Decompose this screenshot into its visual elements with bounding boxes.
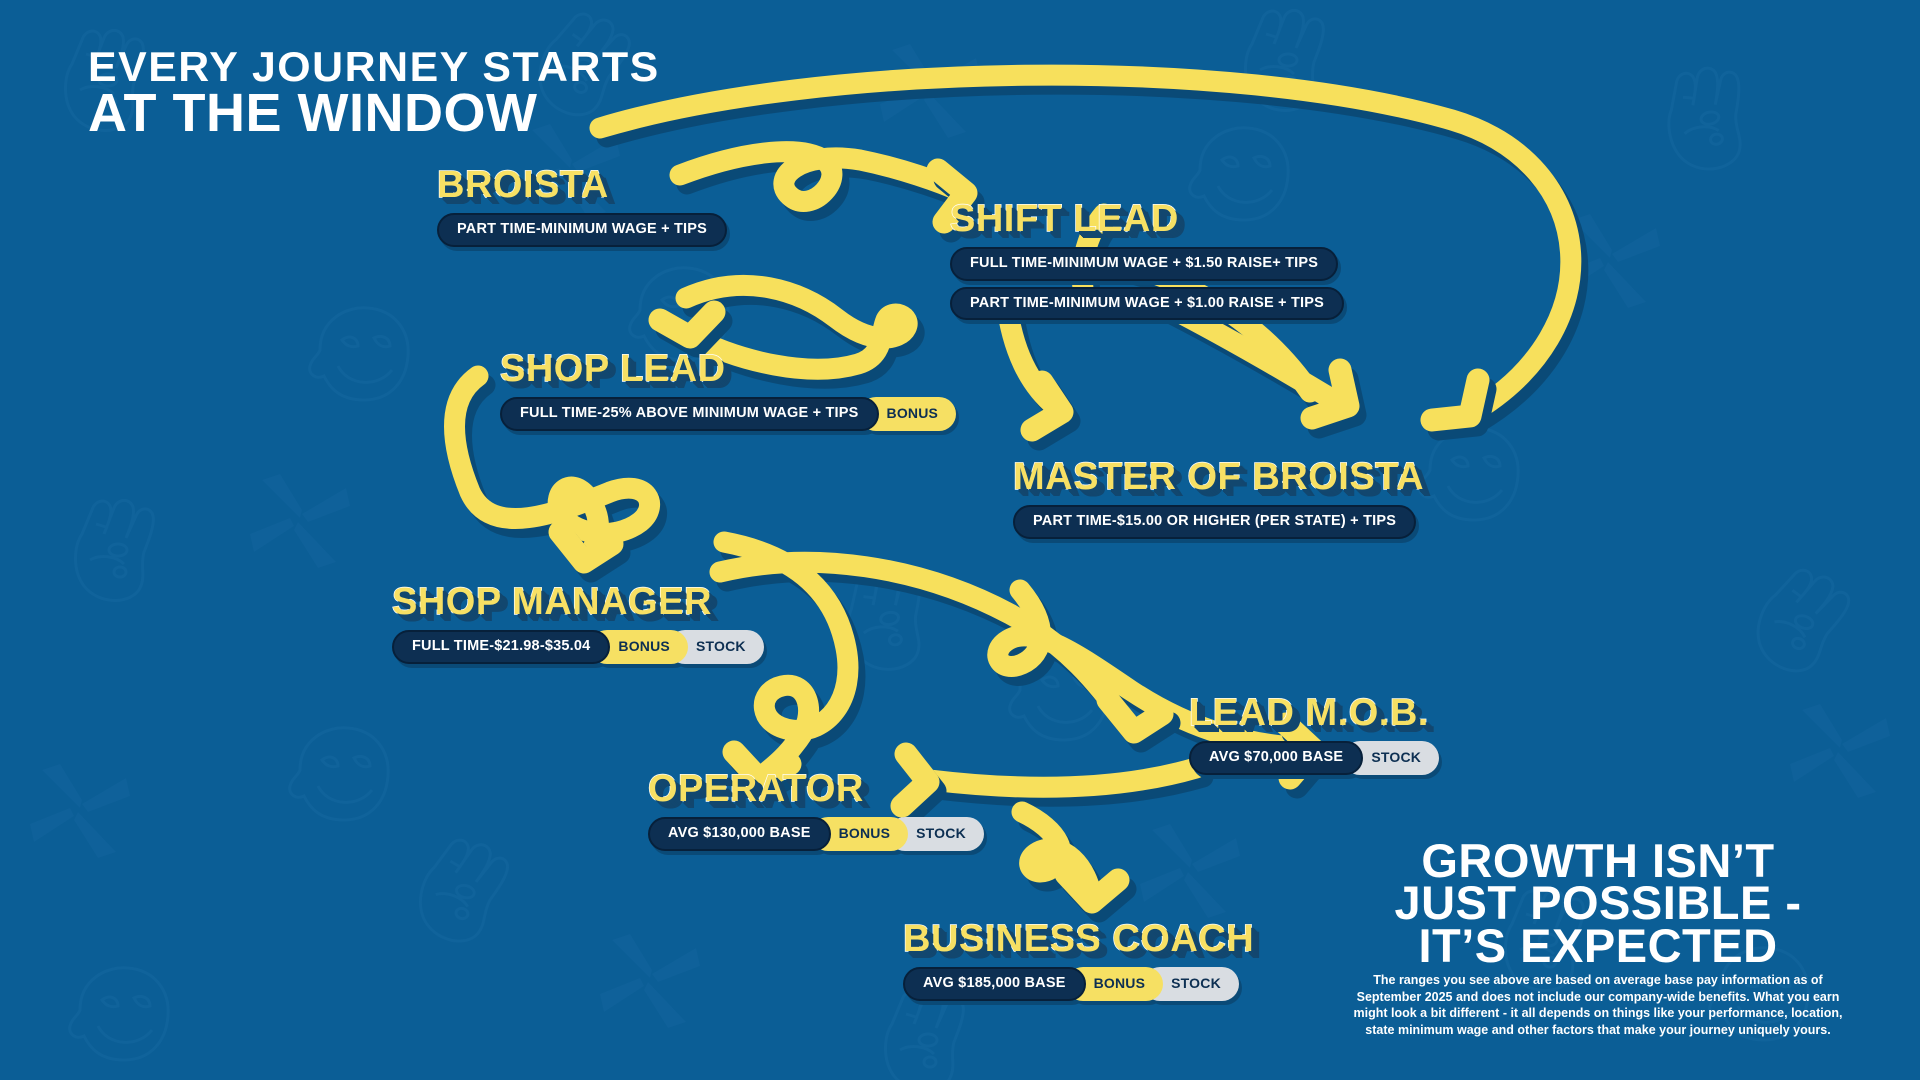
- role-title: BUSINESS COACH: [902, 918, 1255, 960]
- pay-pill-row: PART TIME-$15.00 OR HIGHER (PER STATE) +…: [1013, 505, 1424, 539]
- pay-pill: PART TIME-$15.00 OR HIGHER (PER STATE) +…: [1013, 505, 1417, 539]
- pay-pill: AVG $130,000 BASE: [648, 817, 831, 851]
- pay-pill-row: FULL TIME-MINIMUM WAGE + $1.50 RAISE+ TI…: [950, 247, 1344, 281]
- pay-pill-row: AVG $130,000 BASE BONUS STOCK: [648, 817, 984, 851]
- disclaimer-text: The ranges you see above are based on av…: [1353, 973, 1843, 1037]
- role-node-lead-mob[interactable]: LEAD M.O.B. AVG $70,000 BASE STOCK: [1188, 692, 1440, 781]
- stock-badge: STOCK: [1343, 741, 1440, 775]
- role-node-shop-lead[interactable]: SHOP LEAD FULL TIME-25% ABOVE MINIMUM WA…: [499, 348, 957, 437]
- role-node-business-coach[interactable]: BUSINESS COACH AVG $185,000 BASE BONUS S…: [902, 918, 1255, 1007]
- growth-headline-line-2: JUST POSSIBLE -: [1394, 876, 1802, 930]
- growth-headline-line-1: GROWTH ISN’T: [1421, 834, 1775, 887]
- pay-pill: FULL TIME-25% ABOVE MINIMUM WAGE + TIPS: [500, 397, 879, 431]
- pay-pill-row: FULL TIME-$21.98-$35.04 BONUS STOCK: [392, 630, 764, 664]
- page-title-line-1: EVERY JOURNEY STARTS: [88, 43, 660, 90]
- role-title: SHOP LEAD: [499, 348, 726, 390]
- pay-pill-row: FULL TIME-25% ABOVE MINIMUM WAGE + TIPS …: [500, 397, 957, 431]
- role-title: SHOP MANAGER: [391, 581, 712, 623]
- role-title: MASTER OF BROISTA: [1012, 456, 1425, 498]
- pay-pill: PART TIME-MINIMUM WAGE + $1.00 RAISE + T…: [950, 286, 1344, 320]
- role-node-operator[interactable]: OPERATOR AVG $130,000 BASE BONUS STOCK: [647, 768, 984, 857]
- pay-pill-row: AVG $185,000 BASE BONUS STOCK: [903, 967, 1254, 1001]
- role-node-shop-manager[interactable]: SHOP MANAGER FULL TIME-$21.98-$35.04 BON…: [391, 581, 764, 670]
- pay-pill: FULL TIME-MINIMUM WAGE + $1.50 RAISE+ TI…: [950, 247, 1339, 281]
- pay-pill-row: PART TIME-MINIMUM WAGE + $1.00 RAISE + T…: [950, 286, 1344, 320]
- role-node-broista[interactable]: BROISTA PART TIME-MINIMUM WAGE + TIPS: [436, 164, 728, 253]
- bonus-badge: BONUS: [590, 630, 688, 664]
- pay-pill: AVG $185,000 BASE: [903, 967, 1086, 1001]
- role-node-shift-lead[interactable]: SHIFT LEAD FULL TIME-MINIMUM WAGE + $1.5…: [949, 198, 1344, 326]
- pay-pill-row: AVG $70,000 BASE STOCK: [1189, 741, 1440, 775]
- page-title: EVERY JOURNEY STARTS AT THE WINDOW: [88, 46, 658, 143]
- pay-pill-row: PART TIME-MINIMUM WAGE + TIPS: [437, 213, 728, 247]
- pay-pill: PART TIME-MINIMUM WAGE + TIPS: [437, 213, 728, 247]
- role-title: LEAD M.O.B.: [1188, 692, 1429, 734]
- pay-pill: AVG $70,000 BASE: [1189, 741, 1364, 775]
- role-title: OPERATOR: [647, 768, 864, 810]
- role-node-master-of-broista[interactable]: MASTER OF BROISTA PART TIME-$15.00 OR HI…: [1012, 456, 1425, 545]
- page-title-line-2: AT THE WINDOW: [88, 82, 538, 143]
- role-title: BROISTA: [436, 164, 609, 206]
- growth-headline: GROWTH ISN’T JUST POSSIBLE - IT’S EXPECT…: [1348, 834, 1848, 972]
- role-title: SHIFT LEAD: [949, 198, 1179, 240]
- pay-pill: FULL TIME-$21.98-$35.04: [392, 630, 611, 664]
- growth-headline-line-3: IT’S EXPECTED: [1418, 918, 1778, 972]
